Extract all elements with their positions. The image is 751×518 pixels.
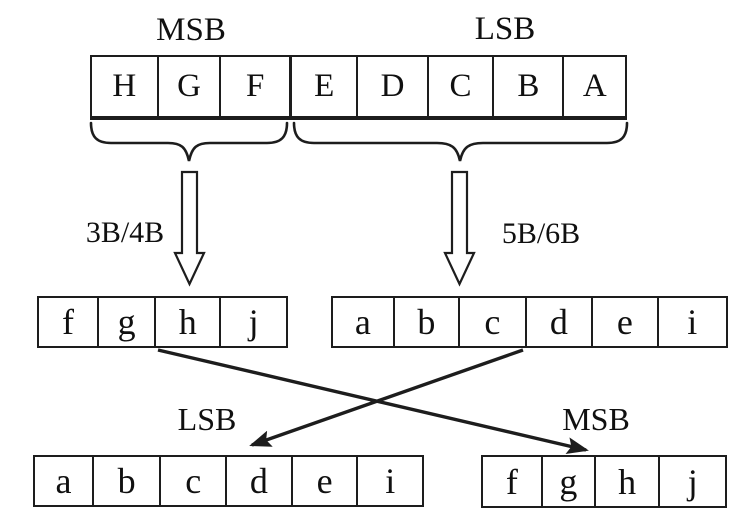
down-arrow-5b6b-icon bbox=[443, 170, 476, 287]
msb-bottom-label: MSB bbox=[562, 401, 630, 437]
down-arrow-3b4b-icon bbox=[173, 170, 206, 287]
bit-cell-D: D bbox=[358, 57, 429, 116]
bit-cell-j-out: j bbox=[687, 461, 698, 502]
bit-cell-g-out: g bbox=[543, 457, 596, 506]
bit-cell-c: c bbox=[460, 298, 527, 346]
lsb-top-label: LSB bbox=[474, 11, 536, 47]
bit-cell-f: f bbox=[39, 298, 100, 346]
bit-cell-i: i bbox=[687, 302, 698, 342]
bit-cell-j: j bbox=[248, 302, 259, 342]
bit-cell-E: E bbox=[292, 57, 359, 116]
bit-cell-h: h bbox=[156, 298, 222, 346]
bit-cell-b: b bbox=[395, 298, 461, 346]
bit-cell-d: d bbox=[527, 298, 594, 346]
brace-lsb-group bbox=[292, 121, 629, 162]
lsb-bottom-label: LSB bbox=[177, 401, 237, 437]
input-msb-group: H G F bbox=[90, 55, 291, 120]
encoder-5b6b-label: 5B/6B bbox=[501, 217, 581, 250]
bit-cell-C: C bbox=[429, 57, 495, 116]
encoded-4b-group: f g h j bbox=[37, 296, 288, 348]
input-lsb-group: E D C B A bbox=[290, 55, 627, 120]
bit-cell-e-out: e bbox=[293, 457, 359, 505]
encoded-6b-group: a b c d e i bbox=[331, 296, 728, 348]
bit-cell-i-out: i bbox=[385, 461, 396, 501]
bit-cell-g: g bbox=[99, 298, 157, 346]
bit-cell-f-out: f bbox=[483, 457, 543, 506]
bit-cell-c-out: c bbox=[161, 457, 228, 505]
bit-cell-F: F bbox=[246, 68, 265, 104]
brace-msb-group bbox=[89, 121, 289, 162]
bit-cell-e: e bbox=[593, 298, 659, 346]
msb-top-label: MSB bbox=[156, 12, 226, 48]
bit-cell-b-out: b bbox=[94, 457, 162, 505]
bit-cell-a-out: a bbox=[35, 457, 94, 505]
bit-cell-H: H bbox=[92, 57, 159, 116]
output-msb-group: f g h j bbox=[481, 455, 727, 508]
cross-arrow-to-lsb bbox=[249, 348, 524, 447]
output-lsb-group: a b c d e i bbox=[33, 455, 424, 507]
bit-cell-a: a bbox=[333, 298, 395, 346]
bit-cell-h-out: h bbox=[596, 457, 661, 506]
bit-cell-A: A bbox=[582, 68, 607, 104]
bit-cell-d-out: d bbox=[227, 457, 293, 505]
encoder-3b4b-label: 3B/4B bbox=[85, 216, 165, 249]
bit-cell-G: G bbox=[159, 57, 222, 116]
bit-cell-B: B bbox=[494, 57, 565, 116]
cross-arrow-to-msb bbox=[157, 348, 589, 454]
